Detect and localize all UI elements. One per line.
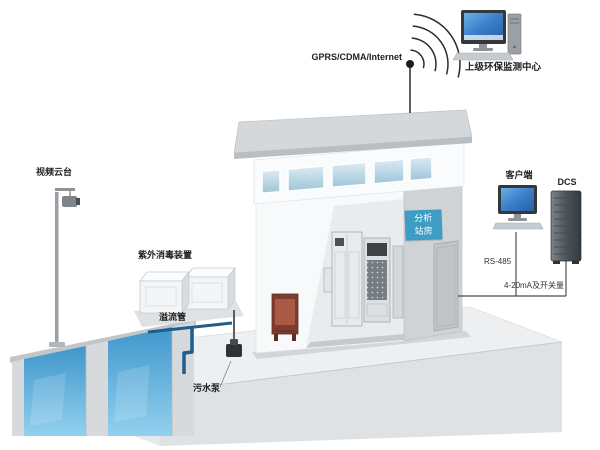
cabinet-leg — [292, 334, 296, 341]
server-foot — [553, 261, 560, 264]
antenna — [406, 60, 414, 113]
keyboard-icon — [452, 52, 514, 61]
pc-tower-icon — [507, 13, 522, 55]
uv-box-front — [139, 280, 183, 314]
signal-arc — [411, 37, 437, 72]
pole — [55, 192, 59, 344]
server-ridges — [554, 197, 578, 255]
pump-leader-line — [219, 360, 232, 388]
monitor-base — [473, 48, 493, 51]
label-overflow-pipe: 溢流管 — [159, 312, 187, 322]
window-pane — [261, 168, 281, 195]
cabinet-narrow — [392, 245, 404, 319]
uv-box-top — [185, 267, 236, 278]
wireless-arcs-icon — [410, 13, 461, 78]
uv-box-panel — [145, 286, 177, 307]
label-client: 客户端 — [505, 170, 533, 180]
monitor-screen — [501, 188, 534, 211]
label-sewage-pump: 污水泵 — [193, 383, 221, 393]
client-computer — [492, 185, 544, 230]
roof — [233, 109, 473, 154]
channel-divider — [86, 341, 108, 436]
interior-floor — [306, 334, 404, 348]
monitor-stand — [479, 44, 487, 48]
window-pane — [373, 158, 405, 185]
analysis-station-sign-text: 分析站房 — [414, 212, 433, 237]
monitor-base — [508, 218, 527, 221]
uv-disinfection-device — [134, 266, 244, 327]
label-dcs: DCS — [557, 177, 577, 187]
screen-taskbar — [464, 35, 503, 40]
cabinet-display — [335, 238, 344, 246]
label-rs485: RS-485 — [484, 257, 512, 266]
server-foot — [572, 261, 579, 264]
water-channels — [10, 319, 196, 436]
cabinet-screen — [367, 243, 387, 256]
pump-body — [226, 344, 242, 357]
channel-back-edge — [10, 319, 196, 363]
interior-equipment — [323, 231, 404, 327]
camera-lens — [76, 198, 80, 205]
analysis-station-building — [233, 109, 473, 359]
platform-edge — [159, 341, 563, 393]
door — [433, 240, 459, 332]
cabinet-panel — [275, 299, 295, 325]
signal-arc — [413, 13, 461, 78]
label-gprs-link: GPRS/CDMA/Internet — [311, 52, 402, 62]
window-pane — [287, 165, 325, 192]
overflow-pipe — [147, 321, 233, 374]
label-video-gimbal: 视频云台 — [36, 167, 73, 177]
cabinet-vent — [366, 303, 388, 317]
overflow-pipe-horizontal — [147, 321, 233, 334]
monitoring-center-computer — [452, 10, 522, 61]
uv-box-panel — [191, 282, 223, 303]
water-lane-2 — [108, 327, 172, 436]
water-lane-1 — [24, 346, 86, 436]
pump-motor — [230, 339, 238, 345]
terminal-panel-dots — [367, 260, 387, 300]
window-pane — [409, 155, 433, 182]
uv-box-top — [139, 271, 190, 282]
roof-edge — [234, 137, 472, 159]
cabinet-door-panel — [348, 251, 360, 319]
signal-arc — [410, 49, 425, 69]
wireless-antenna-icon — [406, 60, 414, 68]
analysis-station-sign: 分析站房 — [404, 209, 443, 241]
label-io-signal: 4-20mA及开关量 — [504, 281, 565, 290]
power-button — [513, 45, 516, 49]
channel-left-wall — [12, 359, 24, 436]
video-camera-pole — [49, 188, 80, 347]
control-cabinet — [271, 293, 299, 341]
pole-base — [49, 342, 65, 347]
overflow-pipe-drop — [182, 328, 194, 374]
water-highlight — [114, 365, 150, 422]
window-pane — [331, 161, 367, 189]
windows — [261, 155, 433, 195]
monitor-stand — [514, 214, 521, 218]
dcs-server — [550, 190, 582, 264]
channel-right-wall — [172, 322, 194, 436]
keyboard-icon — [492, 222, 544, 230]
water-highlight — [30, 373, 66, 426]
pole-arm — [55, 188, 75, 191]
label-monitoring-center: 上级环保监测中心 — [464, 62, 541, 73]
cabinet-leg — [274, 334, 278, 341]
platform-front — [160, 342, 562, 446]
cabinet-door-panel — [334, 251, 346, 319]
door-panel — [436, 245, 456, 328]
connection-lines — [458, 232, 567, 297]
label-uv-disinfection: 紫外消毒装置 — [138, 250, 193, 260]
sewage-pump — [219, 310, 242, 388]
signal-arc — [412, 25, 449, 75]
ptz-camera-icon — [62, 196, 77, 207]
